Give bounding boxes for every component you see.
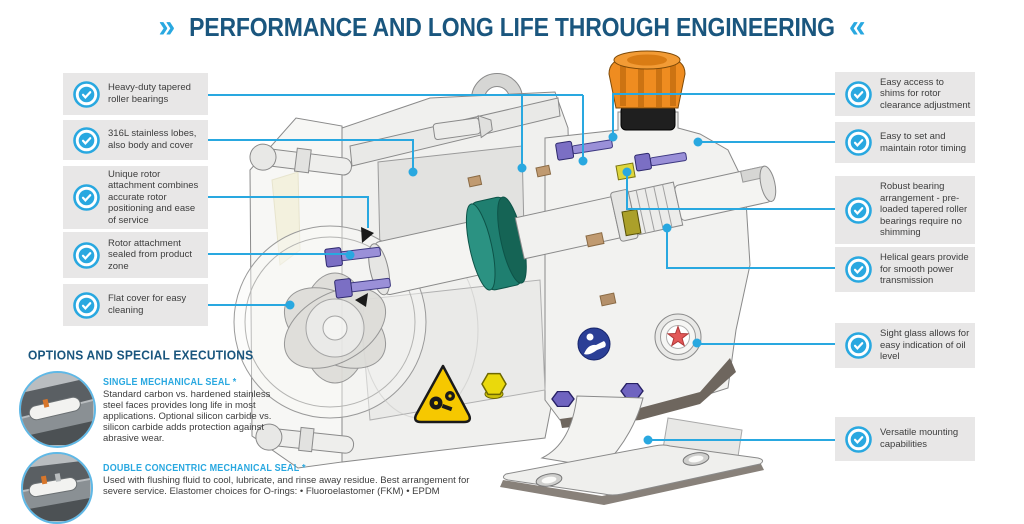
options-section-heading: OPTIONS AND SPECIAL EXECUTIONS [28,347,254,363]
callout-text: Heavy-duty tapered roller bearings [108,82,191,105]
callout-text: Easy to set and maintain rotor timing [880,130,967,154]
mechanical-seal-ring [465,196,527,291]
check-circle-icon [845,129,872,156]
callout-left-sealed: Rotor attachment sealed from product zon… [63,232,208,278]
callout-left-rotor-attachment: Unique rotor attachment combines accurat… [63,166,208,229]
rotor-retainer-bolts [324,246,391,299]
oil-drain-plug-icon [481,372,507,399]
callout-dots [285,132,703,445]
callout-text: Versatile mounting capabilities [880,427,959,450]
mounting-foot [500,395,764,505]
double-seal-heading: DOUBLE CONCENTRIC MECHANICAL SEAL * [103,462,306,474]
callout-text: Robust bearing arrangement - pre-loaded … [880,181,968,239]
callout-text: Unique rotor attachment combines accurat… [108,168,199,226]
check-circle-icon [845,425,872,453]
tri-lobe-rotor [283,272,387,384]
page-title: PERFORMANCE AND LONG LIFE THROUGH ENGINE… [189,11,835,41]
single-seal-description: Standard carbon vs. hardened stainless s… [103,389,272,445]
callout-right-sight-glass: Sight glass allows for easy indication o… [835,323,975,368]
check-circle-icon [845,80,872,108]
cover-stud-top [249,143,353,176]
check-circle-icon [73,80,100,108]
chevrons-right-icon: » [158,9,176,44]
bearing-cages [467,164,617,307]
gear-hazard-warning-icon [413,364,472,424]
double-seal-description: Used with flushing fluid to cool, lubric… [103,475,470,498]
single-seal-thumbnail [19,371,96,448]
check-circle-icon [73,241,100,269]
oil-sight-glass-icon [654,313,702,361]
single-seal-image [21,373,93,445]
double-seal-image [23,454,90,521]
callout-right-mounting: Versatile mounting capabilities [835,417,975,461]
cover-stud-bottom [255,423,355,454]
check-circle-icon [845,196,872,224]
single-seal-heading: SINGLE MECHANICAL SEAL * [103,376,237,388]
check-circle-icon [845,256,872,283]
callout-right-robust-bearing: Robust bearing arrangement - pre-loaded … [835,176,975,244]
housing-nuts [551,383,644,407]
double-seal-thumbnail [21,452,93,524]
callout-text: Easy access to shims for rotor clearance… [880,76,971,111]
check-circle-icon [73,126,100,154]
page-title-bar: » PERFORMANCE AND LONG LIFE THROUGH ENGI… [0,9,1024,44]
oil-fill-cap-icon [608,50,686,131]
callout-arrowheads [355,227,374,307]
callout-right-shims: Easy access to shims for rotor clearance… [835,72,975,116]
shim-highlight-lower [621,208,642,237]
callout-right-timing: Easy to set and maintain rotor timing [835,122,975,163]
top-pin [432,114,493,141]
callout-left-bearings: Heavy-duty tapered roller bearings [63,73,208,115]
check-circle-icon [845,332,872,359]
callout-right-helical-gears: Helical gears provide for smooth power t… [835,247,975,292]
chevrons-left-icon: « [848,9,866,44]
callout-text: 316L stainless lobes, also body and cove… [108,128,197,151]
callout-lines [207,93,835,441]
check-circle-icon [73,184,100,211]
callout-text: Helical gears provide for smooth power t… [880,252,969,287]
callout-text: Rotor attachment sealed from product zon… [108,237,192,272]
read-manual-label-icon [577,327,611,361]
check-circle-icon [73,291,100,319]
callout-left-flat-cover: Flat cover for easy cleaning [63,284,208,326]
callout-text: Flat cover for easy cleaning [108,293,187,316]
callout-text: Sight glass allows for easy indication o… [880,328,970,363]
callout-left-stainless: 316L stainless lobes, also body and cove… [63,120,208,160]
